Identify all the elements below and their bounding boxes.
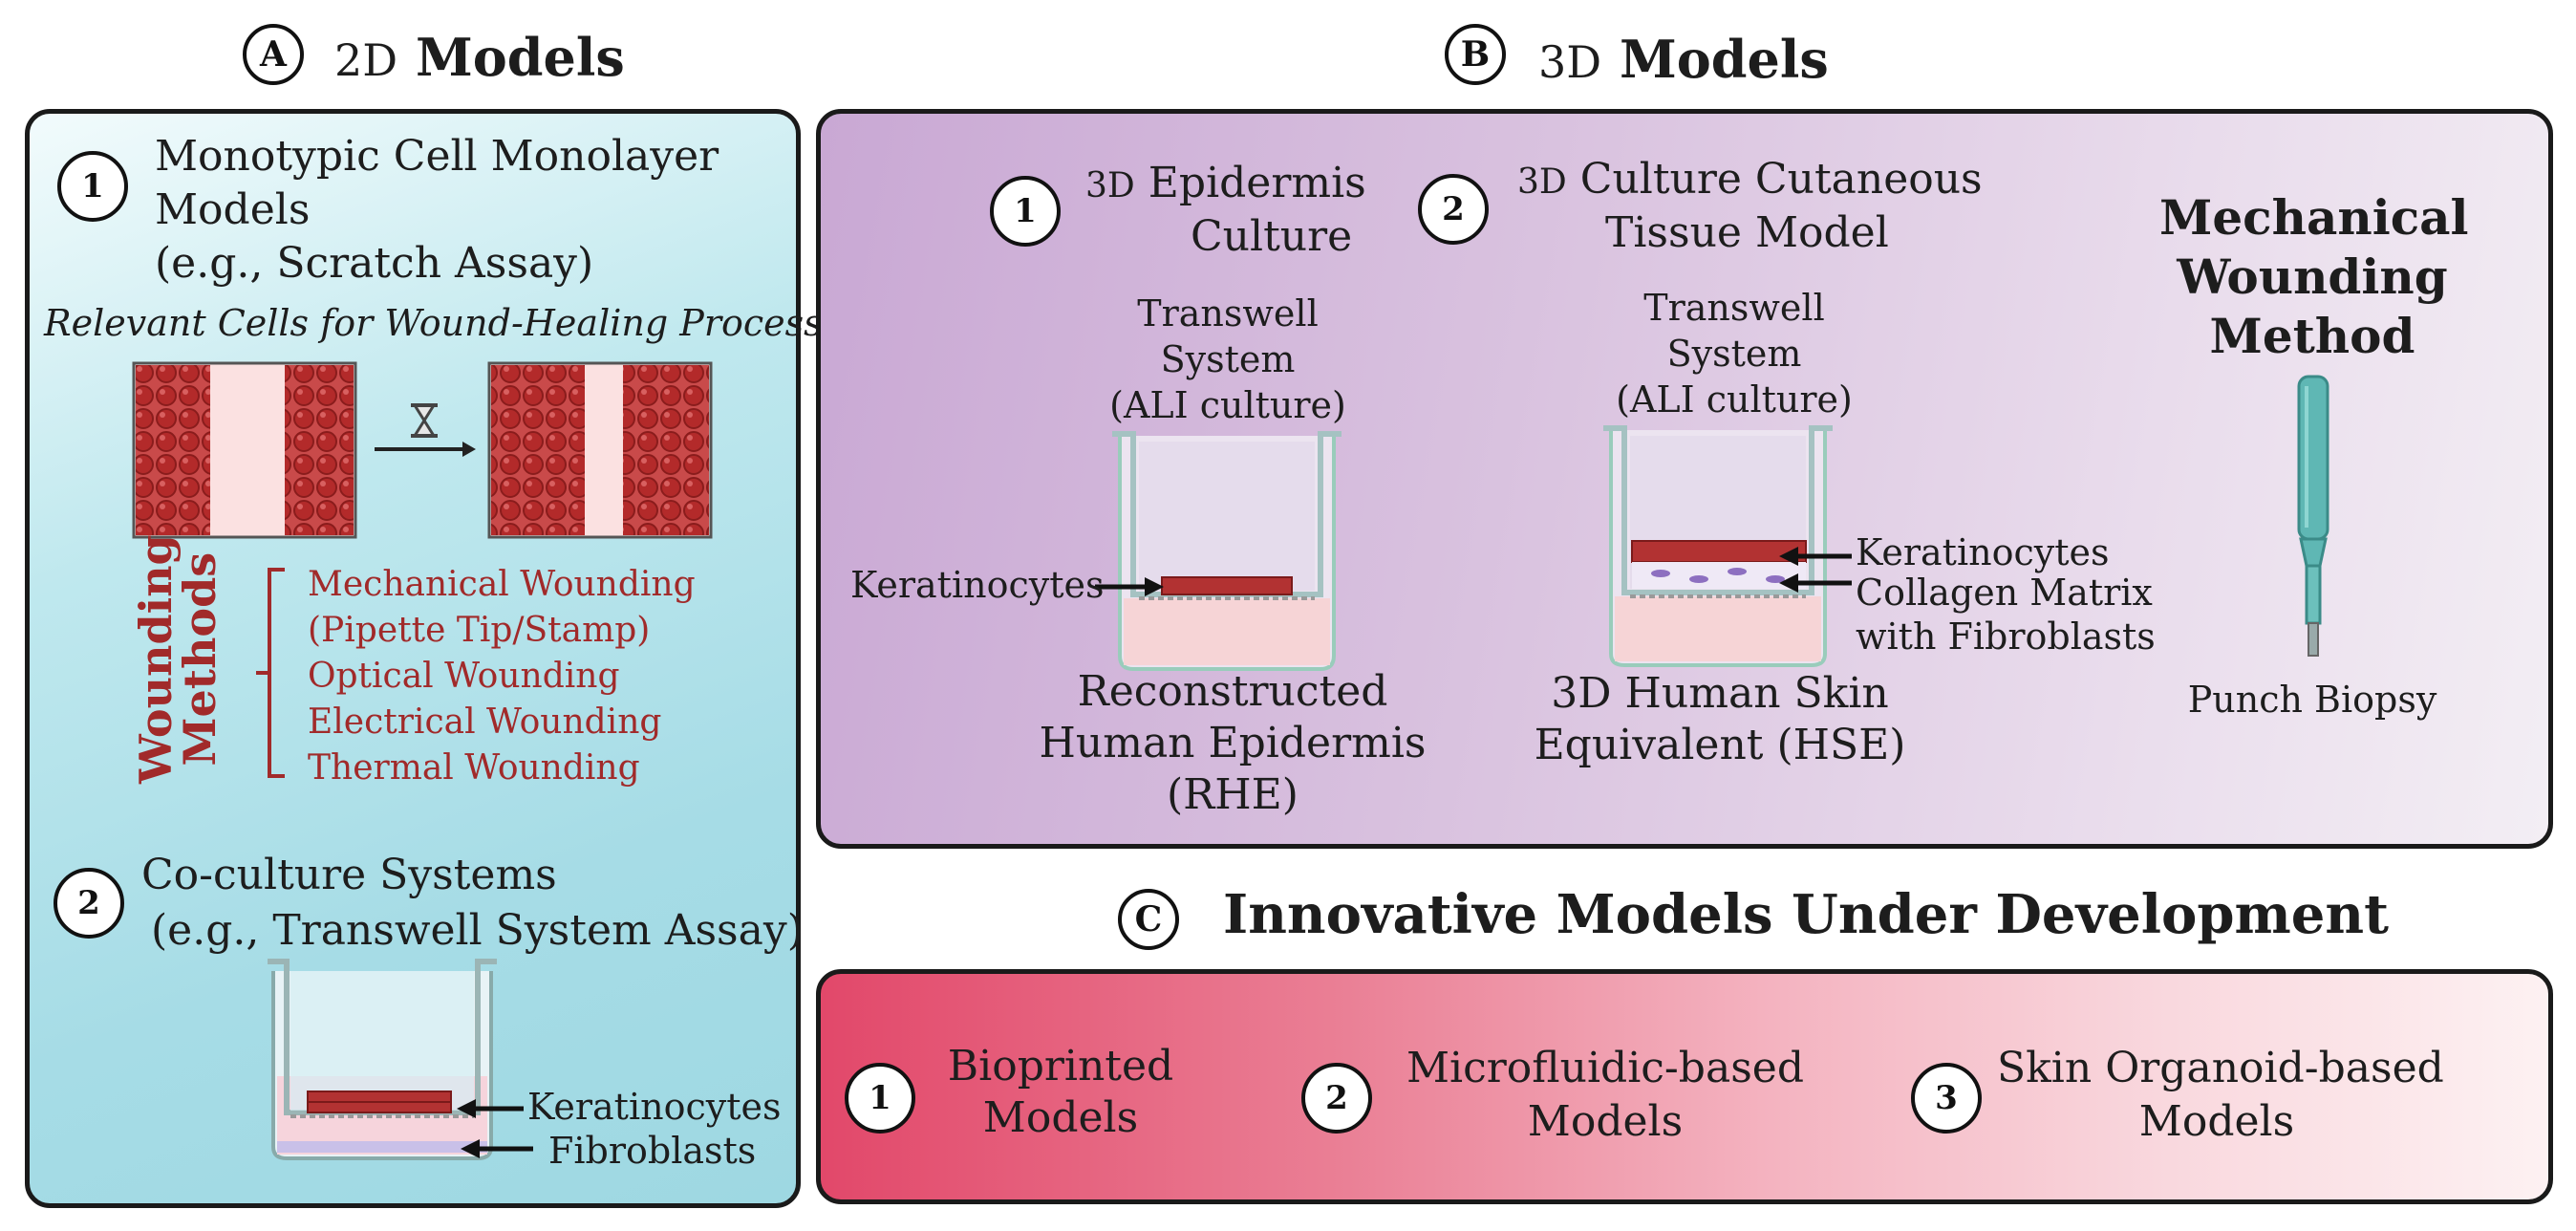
b-item1-label-keratinocytes: Keratinocytes bbox=[850, 564, 1105, 606]
scratch-after-cells-right bbox=[623, 365, 709, 535]
hse-transwell-diagram bbox=[1603, 425, 1833, 667]
scratch-after-cells-left bbox=[491, 365, 585, 535]
arrow-keratinocytes-b2 bbox=[1779, 547, 1852, 566]
section-a-title: 2D Models bbox=[334, 27, 625, 88]
arrow-fibroblasts-a bbox=[461, 1139, 533, 1158]
a-item1-title-line2: Models bbox=[155, 185, 311, 234]
b-item1-prefix: 3D bbox=[1085, 166, 1135, 205]
section-b-title-text: Models bbox=[1619, 29, 1829, 90]
c-item2-badge: 2 bbox=[1301, 1063, 1372, 1134]
c-item1-badge: 1 bbox=[845, 1063, 915, 1134]
section-b-title: 3D Models bbox=[1538, 29, 1829, 90]
a-item2-badge: 2 bbox=[54, 868, 124, 939]
b-item2-transwell-line2: System bbox=[1666, 333, 1802, 375]
mechanical-wounding-line3: Method bbox=[2209, 308, 2415, 364]
c-item1-line2: Models bbox=[982, 1093, 1139, 1142]
section-b-badge: B bbox=[1445, 24, 1506, 85]
b-item2-transwell-line3: (ALI culture) bbox=[1616, 378, 1853, 421]
b-item2-prefix: 3D bbox=[1517, 162, 1567, 202]
scratch-before-cells-right bbox=[285, 365, 354, 535]
c-item3-badge: 3 bbox=[1911, 1063, 1982, 1134]
c-item1-line1: Bioprinted bbox=[947, 1042, 1174, 1091]
section-a-title-prefix: 2D bbox=[334, 34, 398, 86]
panel-innovative-models bbox=[816, 969, 2553, 1204]
scratch-assay-diagram bbox=[132, 361, 713, 539]
scratch-before-cells-left bbox=[136, 365, 210, 535]
punch-biopsy-label: Punch Biopsy bbox=[2187, 679, 2437, 721]
method-pipette: (Pipette Tip/Stamp) bbox=[308, 611, 651, 650]
c-item2-line2: Models bbox=[1527, 1097, 1684, 1146]
relevant-cells-caption: Relevant Cells for Wound-Healing Process bbox=[44, 302, 823, 344]
arrow-keratinocytes-a bbox=[457, 1099, 524, 1118]
rhe-transwell-diagram bbox=[1112, 431, 1342, 671]
b-item2-caption-line1: 3D Human Skin bbox=[1551, 669, 1889, 718]
b-item1-badge: 1 bbox=[990, 176, 1061, 247]
b-item1-caption-line2: Human Epidermis bbox=[1039, 719, 1427, 767]
section-a-badge: A bbox=[243, 24, 304, 85]
b-item2-title-text: Culture Cutaneous bbox=[1579, 155, 1983, 204]
section-a-title-text: Models bbox=[415, 27, 625, 88]
b-item1-transwell-line3: (ALI culture) bbox=[1109, 384, 1346, 426]
b-item2-badge: 2 bbox=[1418, 174, 1489, 245]
method-mechanical: Mechanical Wounding bbox=[308, 565, 696, 604]
c-item2-line1: Microfluidic-based bbox=[1406, 1044, 1804, 1092]
method-electrical: Electrical Wounding bbox=[308, 702, 662, 742]
a-item2-title-line2: (e.g., Transwell System Assay) bbox=[151, 906, 804, 955]
a-label-fibroblasts: Fibroblasts bbox=[548, 1130, 757, 1172]
b-item1-transwell-line1: Transwell bbox=[1137, 292, 1319, 335]
a-item1-badge: 1 bbox=[57, 151, 128, 222]
b-item1-caption-line3: (RHE) bbox=[1167, 770, 1299, 819]
mechanical-wounding-line1: Mechanical bbox=[2159, 189, 2469, 246]
b-item2-label-collagen-line2: with Fibroblasts bbox=[1856, 616, 2156, 658]
b-item2-label-keratinocytes: Keratinocytes bbox=[1856, 531, 2110, 573]
co-culture-transwell-diagram bbox=[268, 959, 497, 1160]
b-item2-caption-line2: Equivalent (HSE) bbox=[1534, 721, 1906, 769]
c-item3-line1: Skin Organoid-based bbox=[1997, 1044, 2444, 1092]
b-item2-transwell-line1: Transwell bbox=[1643, 287, 1825, 329]
c-item3-line2: Models bbox=[2138, 1097, 2295, 1146]
punch-biopsy-icon bbox=[2297, 375, 2329, 657]
arrow-collagen-b2 bbox=[1779, 573, 1852, 593]
a-item1-title-line3: (e.g., Scratch Assay) bbox=[155, 239, 594, 288]
mechanical-wounding-line2: Wounding bbox=[2177, 248, 2448, 305]
wounding-label-line1: Wounding bbox=[130, 534, 182, 784]
section-b-title-prefix: 3D bbox=[1538, 36, 1602, 88]
wounding-bracket bbox=[256, 568, 285, 778]
method-thermal: Thermal Wounding bbox=[308, 748, 640, 788]
b-item1-caption-line1: Reconstructed bbox=[1077, 667, 1388, 716]
arrow-keratinocytes-b1 bbox=[1095, 577, 1164, 596]
a-label-keratinocytes: Keratinocytes bbox=[527, 1086, 782, 1128]
a-item1-title-line1: Monotypic Cell Monolayer bbox=[155, 132, 719, 181]
b-item1-title-line2: Culture bbox=[1191, 212, 1353, 261]
section-c-title: Innovative Models Under Development bbox=[1223, 883, 2389, 946]
section-c-badge: C bbox=[1118, 889, 1179, 950]
b-item1-title-text: Epidermis bbox=[1148, 159, 1366, 207]
wounding-label-line2: Methods bbox=[174, 551, 225, 767]
b-item2-title-line2: Tissue Model bbox=[1605, 208, 1889, 257]
b-item2-label-collagen-line1: Collagen Matrix bbox=[1856, 572, 2153, 614]
b-item1-transwell-line2: System bbox=[1160, 338, 1296, 380]
arrow-right-icon bbox=[375, 442, 476, 457]
b-item1-title-line1: 3D Epidermis bbox=[1085, 159, 1366, 209]
method-optical: Optical Wounding bbox=[308, 657, 620, 696]
hourglass-icon bbox=[411, 403, 438, 438]
b-item2-title-line1: 3D Culture Cutaneous bbox=[1517, 155, 1983, 205]
a-item2-title-line1: Co-culture Systems bbox=[141, 851, 557, 899]
wounding-methods-vertical-label: Wounding Methods bbox=[130, 534, 225, 784]
